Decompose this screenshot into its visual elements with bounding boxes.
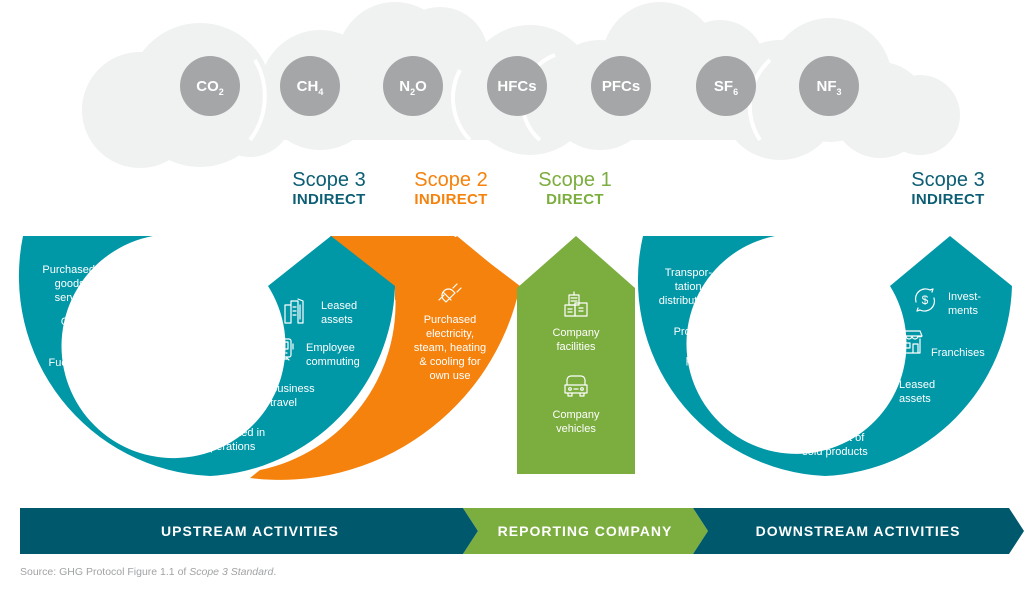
- dollar-cycle-icon: $: [914, 288, 936, 312]
- gas-list: CO2 CH4 N2O HFCs PFCs SF6 NF3: [180, 56, 859, 116]
- source-suffix: .: [273, 566, 277, 578]
- upstream-item-business-travel: Business travel: [270, 383, 315, 409]
- upstream-band-label: UPSTREAM ACTIVITIES: [161, 523, 339, 539]
- gas-label: N2O: [399, 78, 427, 97]
- gas-badge: SF6: [696, 56, 756, 116]
- gas-circle: [487, 56, 547, 116]
- gas-badge: HFCs: [487, 56, 547, 116]
- downstream-item-end-of-life: End-of-life treatment of sold products: [802, 418, 868, 458]
- gas-circle: [591, 56, 651, 116]
- gas-label: NF3: [816, 78, 841, 97]
- upstream-item-employee-commuting: Employee commuting: [306, 342, 360, 368]
- svg-text:$: $: [922, 293, 929, 307]
- gas-circle: [280, 56, 340, 116]
- scope1-heading: Scope 1 DIRECT: [538, 169, 611, 208]
- gas-label: PFCs: [602, 78, 640, 95]
- scope2-title: Scope 2: [414, 169, 487, 191]
- gas-circle: [696, 56, 756, 116]
- building-icon: [867, 364, 887, 390]
- downstream-item-use: Use of sold products: [710, 388, 766, 414]
- scope3-upstream-title: Scope 3: [292, 169, 365, 191]
- source-caption: Source: GHG Protocol Figure 1.1 of Scope…: [20, 566, 276, 578]
- source-prefix: Source: GHG Protocol Figure 1.1 of: [20, 566, 190, 578]
- gas-label: SF6: [714, 78, 738, 97]
- upstream-item-waste: Waste generated in operations: [204, 413, 266, 453]
- gas-circle: [180, 56, 240, 116]
- delivery-truck-icon: [717, 281, 744, 299]
- upstream-item-transportation: Transportation & distribution: [114, 407, 185, 433]
- reporting-band-label: REPORTING COMPANY: [498, 523, 673, 539]
- conveyor-robot-icon: [734, 327, 760, 353]
- gas-circle: [383, 56, 443, 116]
- source-italic: Scope 3 Standard: [189, 566, 274, 578]
- scope2-item-purchased-electricity: Purchased electricity, steam, heating & …: [413, 314, 487, 382]
- reporting-band: [463, 508, 708, 554]
- downstream-item-franchises: Franchises: [931, 347, 985, 359]
- upstream-item-leased-assets: Leased assets: [321, 300, 358, 326]
- gas-badge: N2O: [383, 56, 443, 116]
- battery-charge-icon: [123, 352, 145, 369]
- upstream-item-purchased-goods: Purchased goods & services: [42, 264, 95, 304]
- scope1-item-vehicles: Company vehicles: [552, 409, 600, 435]
- upstream-item-fuel-energy: Fuel & energy related activities: [48, 357, 117, 397]
- gas-label: CH4: [297, 78, 324, 97]
- scope3-upstream-shape: [18, 236, 396, 476]
- train-icon: [272, 338, 294, 361]
- light-bulb-icon: [775, 368, 797, 392]
- scope2-heading: Scope 2 INDIRECT: [414, 169, 487, 208]
- scope1-item-facilities: Company facilities: [552, 327, 600, 353]
- scope2-type: INDIRECT: [414, 191, 487, 208]
- scope1-shape: [517, 236, 635, 474]
- car-icon: [564, 375, 588, 397]
- scope3-downstream-heading: Scope 3 INDIRECT: [911, 169, 984, 208]
- downstream-item-processing: Processing of sold products: [673, 326, 728, 366]
- robot-arm-icon: [103, 314, 115, 331]
- recycle-bin-icon: [821, 380, 843, 401]
- storefront-icon: [899, 330, 923, 354]
- scope1-type: DIRECT: [546, 191, 604, 208]
- scope3-downstream-shape: [637, 236, 1012, 476]
- delivery-truck-icon: [152, 381, 179, 399]
- scope3-upstream-type: INDIRECT: [292, 191, 365, 208]
- downstream-band: [693, 508, 1024, 554]
- shopping-cart-icon: [102, 275, 123, 298]
- trash-bin-icon: [203, 380, 225, 401]
- gas-label: HFCs: [497, 78, 536, 95]
- gas-badge: CO2: [180, 56, 240, 116]
- upstream-band: [20, 508, 478, 554]
- building-icon: [284, 298, 304, 324]
- scope1-title: Scope 1: [538, 169, 611, 191]
- gas-badge: PFCs: [591, 56, 651, 116]
- gas-badge: CH4: [280, 56, 340, 116]
- gas-label: CO2: [196, 78, 224, 97]
- upstream-item-capital-goods: Capital goods: [60, 316, 95, 342]
- downstream-item-leased-assets: Leased assets: [899, 379, 936, 405]
- airplane-icon: [244, 374, 264, 393]
- downstream-band-label: DOWNSTREAM ACTIVITIES: [756, 523, 961, 539]
- scope3-upstream-heading: Scope 3 INDIRECT: [292, 169, 365, 208]
- scope3-downstream-type: INDIRECT: [911, 191, 984, 208]
- downstream-item-investments: Invest- ments: [948, 291, 982, 317]
- gas-badge: NF3: [799, 56, 859, 116]
- scope2-shape-top: [395, 236, 520, 300]
- gas-circle: [799, 56, 859, 116]
- power-plug-icon: [438, 283, 462, 303]
- scope3-downstream-title: Scope 3: [911, 169, 984, 191]
- downstream-item-transportation: Transpor- tation & distribution: [658, 267, 712, 307]
- factory-buildings-icon: [564, 291, 588, 317]
